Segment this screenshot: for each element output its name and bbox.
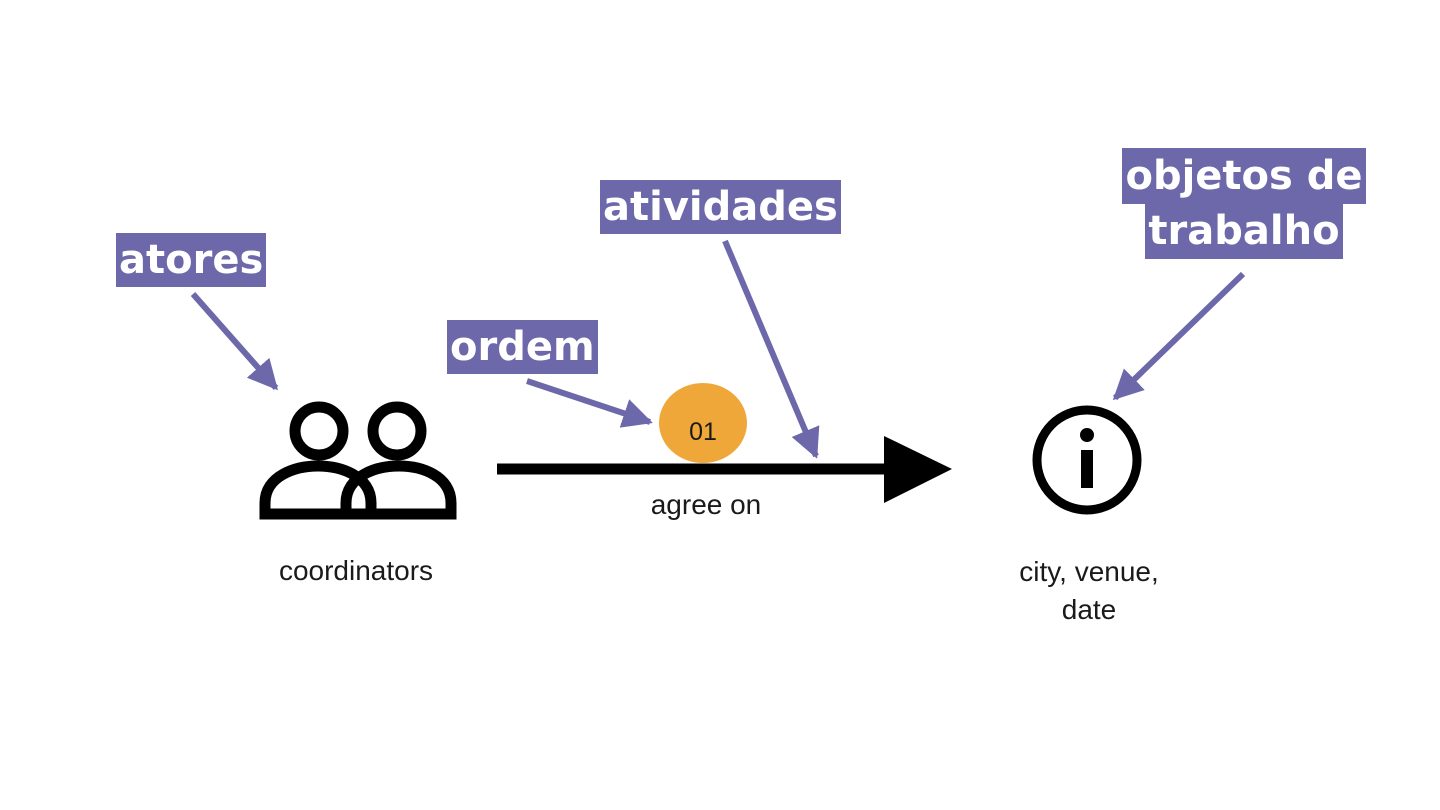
info-icon — [1032, 405, 1142, 515]
work-objects-annotation: objetos de trabalho — [1106, 148, 1382, 259]
actor-label: coordinators — [278, 555, 434, 586]
activities-pointer-arrow — [722, 239, 820, 459]
activity-arrow — [497, 436, 952, 503]
work-object-label-line1: city, venue, — [1019, 556, 1159, 587]
actors-annotation: atores — [116, 233, 267, 287]
order-pointer-arrow — [526, 378, 653, 428]
work-objects-annotation-line1: objetos de — [1122, 148, 1366, 204]
order-annotation: ordem — [447, 320, 598, 374]
actor-group-icon — [259, 401, 457, 520]
actors-pointer-arrow — [190, 292, 279, 391]
activities-annotation: atividades — [600, 180, 841, 234]
order-badge — [659, 383, 747, 463]
work-object-label: city, venue, date — [967, 553, 1211, 629]
work-objects-annotation-line2: trabalho — [1145, 203, 1343, 259]
activity-label: agree on — [650, 489, 762, 520]
order-number: 01 — [689, 418, 717, 446]
work-object-label-line2: date — [1061, 594, 1117, 625]
work-objects-pointer-arrow — [1112, 271, 1246, 401]
